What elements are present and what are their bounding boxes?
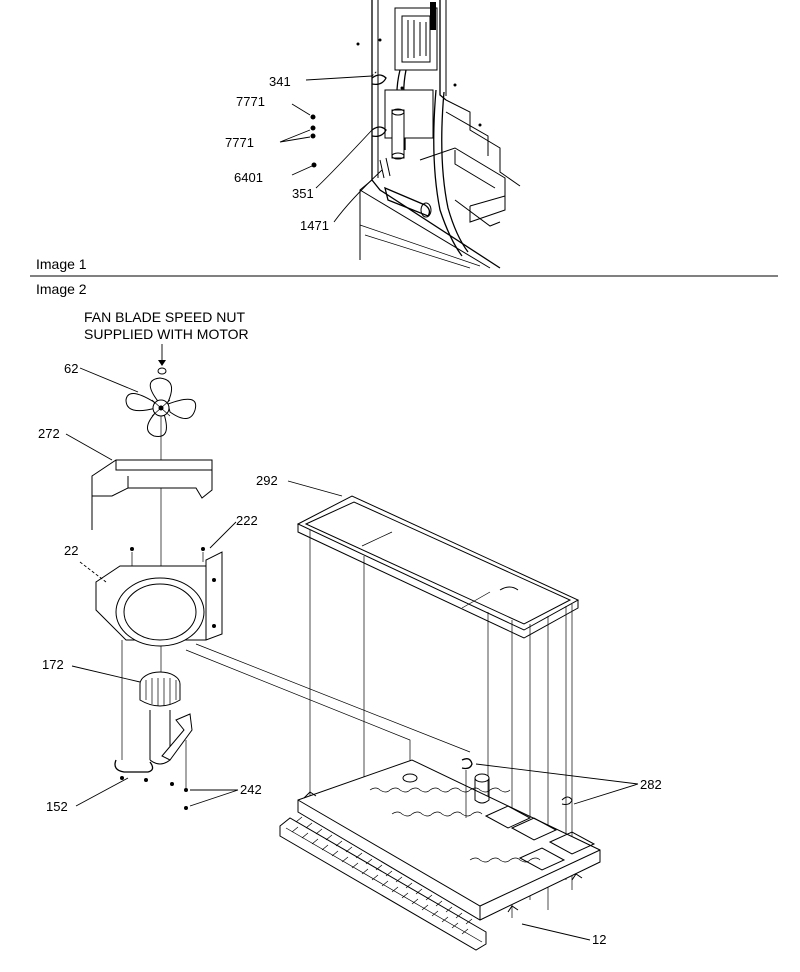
callout-22: 22 [64,543,78,558]
screws-242 [170,740,188,810]
screw-7771-b [310,125,316,139]
callout-282: 282 [640,777,662,792]
callout-172: 172 [42,657,64,672]
fan-bracket-22 [95,547,223,647]
callout-7771-lower: 7771 [225,135,254,150]
callout-152: 152 [46,799,68,814]
callout-351: 351 [292,186,314,201]
callout-1471: 1471 [300,218,329,233]
base-grille [291,816,473,935]
base-pan-12 [279,758,601,951]
callout-222: 222 [236,513,258,528]
callout-272: 272 [38,426,60,441]
callout-292: 292 [256,473,278,488]
callout-242: 242 [240,782,262,797]
callout-341: 341 [269,74,291,89]
callout-6401: 6401 [234,170,263,185]
callout-12: 12 [592,932,606,947]
speed-nut-note-line2: SUPPLIED WITH MOTOR [84,326,249,342]
fan-motor-172 [139,671,193,765]
fan-shroud-272 [91,459,213,530]
image2-caption: Image 2 [36,281,87,297]
image1-caption: Image 1 [36,256,87,272]
motor-clip-152 [114,640,154,782]
callout-7771-upper: 7771 [236,94,265,109]
callout-62: 62 [64,361,78,376]
speed-nut-note-line1: FAN BLADE SPEED NUT [84,309,245,325]
drain-pan-292 [296,495,580,918]
screw-6401 [311,162,317,168]
fan-blade [125,377,197,438]
screw-7771-a [310,114,316,120]
image1-drawing [279,0,521,269]
